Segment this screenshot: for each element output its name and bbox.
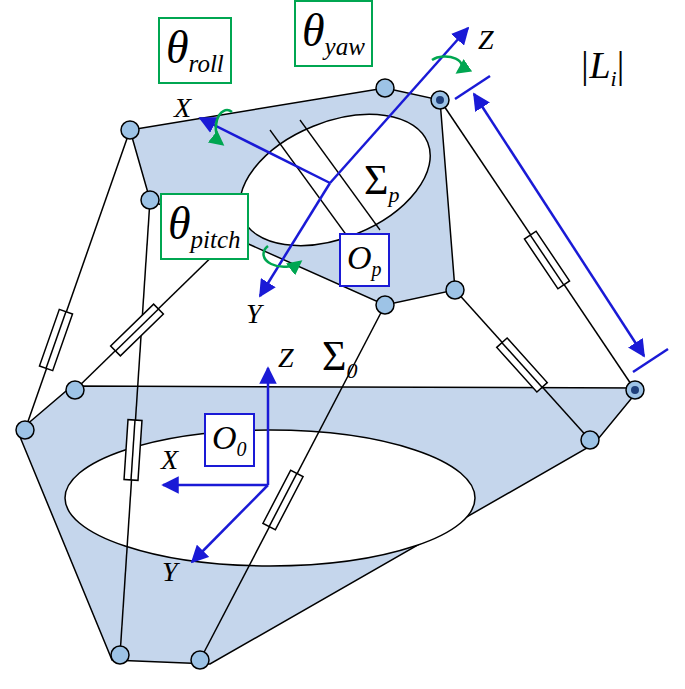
- leg-length-dimension: [455, 76, 668, 372]
- math-symbol: O: [212, 419, 237, 456]
- axis-label: Y: [162, 558, 178, 586]
- math-label: O0: [212, 421, 247, 459]
- math-symbol: θ: [168, 198, 191, 249]
- math-subscript: i: [611, 66, 617, 91]
- math-subscript: 0: [237, 438, 247, 460]
- math-symbol: Y: [246, 298, 262, 329]
- math-symbol: |L: [579, 44, 611, 86]
- math-label: θyaw: [302, 8, 365, 59]
- angle-box: θroll: [158, 17, 232, 84]
- axis-label: |Li|: [579, 46, 624, 90]
- math-symbol: θ: [302, 5, 325, 56]
- math-subscript: roll: [189, 50, 224, 77]
- math-symbol: θ: [166, 22, 189, 73]
- math-symbol: O: [347, 239, 372, 276]
- math-symbol: |: [617, 44, 625, 86]
- spherical-joints: [16, 79, 644, 669]
- marked-joints: [436, 96, 639, 394]
- base-axes: [163, 368, 268, 562]
- math-label: θpitch: [168, 201, 241, 252]
- top-platform: [130, 88, 455, 305]
- math-label: Op: [347, 241, 382, 279]
- axis-label: Z: [478, 26, 494, 54]
- math-symbol: Σ: [364, 157, 388, 203]
- origin-box: O0: [204, 413, 255, 467]
- axis-label: Z: [278, 344, 294, 372]
- math-subscript: pitch: [191, 226, 241, 253]
- math-subscript: 0: [346, 358, 357, 383]
- math-symbol: X: [174, 92, 191, 123]
- axis-label: X: [174, 94, 191, 122]
- math-subscript: p: [372, 258, 382, 280]
- angle-box: θpitch: [160, 193, 249, 260]
- actuator-cylinders: [39, 231, 569, 530]
- math-symbol: Z: [278, 342, 294, 373]
- base-plate: [18, 386, 640, 664]
- math-label: θroll: [166, 25, 224, 76]
- math-symbol: Z: [478, 24, 494, 55]
- math-subscript: yaw: [325, 33, 365, 60]
- actuator-legs: [25, 88, 635, 660]
- axis-label: Σp: [364, 159, 399, 206]
- angle-box: θyaw: [294, 0, 373, 67]
- math-subscript: p: [388, 182, 399, 207]
- axis-label: Σ0: [322, 335, 357, 382]
- axis-label: X: [161, 446, 178, 474]
- platform-hole: [221, 89, 450, 271]
- axis-label: Y: [246, 300, 262, 328]
- math-symbol: Y: [162, 556, 178, 587]
- math-symbol: Σ: [322, 333, 346, 379]
- math-symbol: X: [161, 444, 178, 475]
- origin-box: Op: [339, 233, 390, 287]
